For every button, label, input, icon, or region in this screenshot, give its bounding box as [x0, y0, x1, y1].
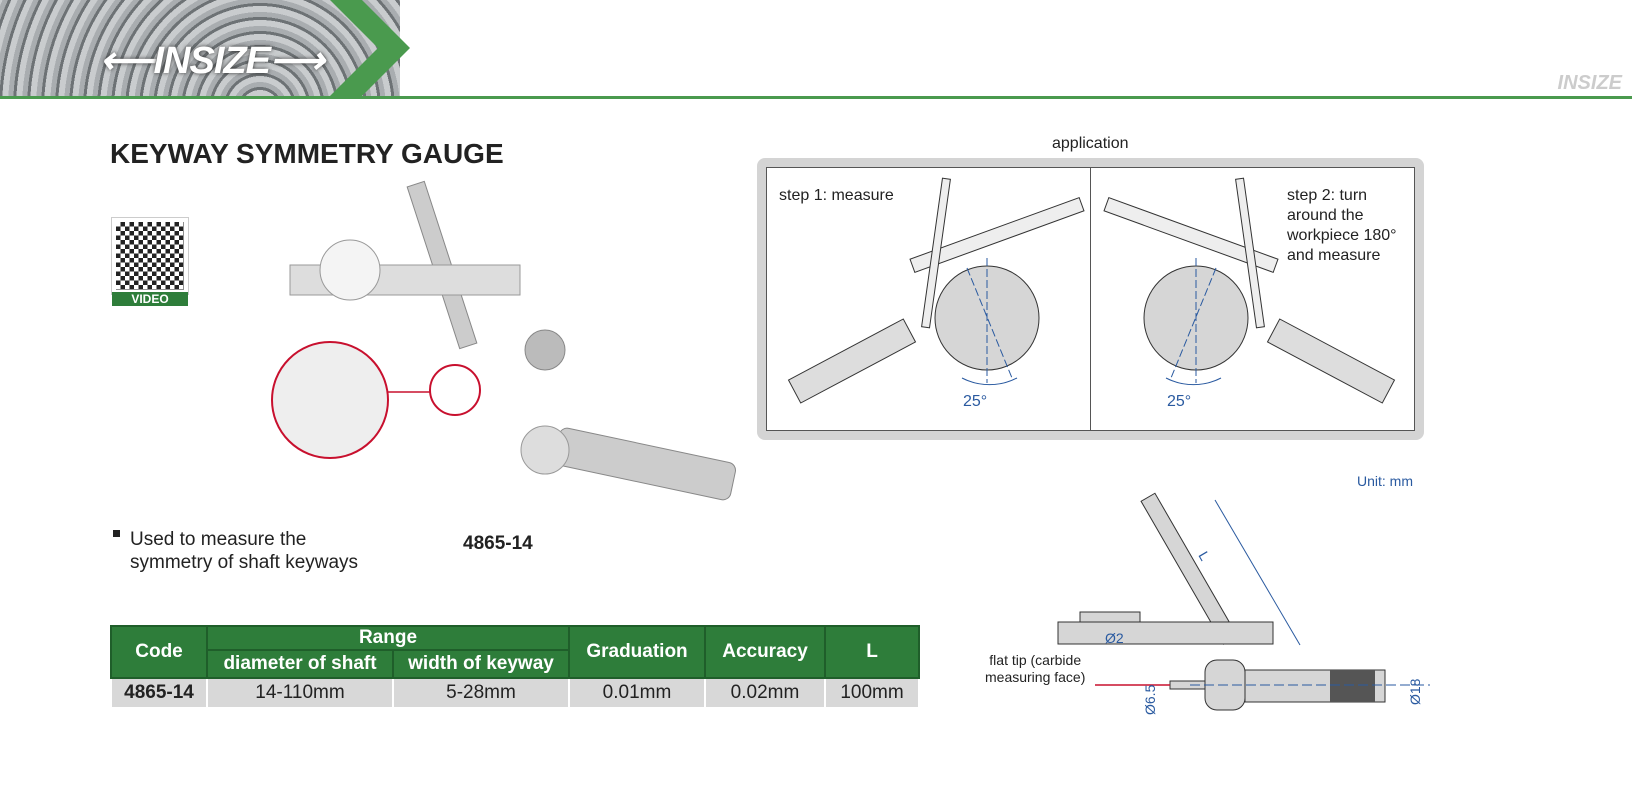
- header-accuracy: Accuracy: [704, 625, 826, 679]
- application-box: step 1: measure 25°: [757, 158, 1424, 440]
- flat-tip-line: flat tip (carbide: [989, 652, 1082, 668]
- flat-tip-line: measuring face): [985, 669, 1086, 685]
- step2-line: step 2: turn: [1287, 187, 1368, 204]
- step1-angle: 25°: [963, 393, 988, 410]
- product-code: 4865-14: [463, 533, 533, 554]
- product-image: [271, 180, 736, 501]
- header-range: Range: [206, 625, 570, 651]
- brand-logo-small: INSIZE: [1557, 72, 1622, 94]
- spec-table: Code Range Graduation Accuracy L diamete…: [110, 625, 920, 709]
- step2-label: step 2: turn around the workpiece 180° a…: [1287, 186, 1397, 266]
- brand-logo: ⟵INSIZE⟶: [100, 40, 324, 82]
- video-label[interactable]: VIDEO: [112, 292, 188, 306]
- unit-label: Unit: mm: [1357, 473, 1413, 489]
- cell-code: 4865-14: [110, 677, 208, 709]
- step2-line: and measure: [1287, 247, 1381, 264]
- header-l: L: [824, 625, 920, 679]
- step2-line: around the: [1287, 207, 1364, 224]
- banner-photo: [0, 0, 400, 96]
- step1-panel: step 1: measure 25°: [767, 168, 1090, 430]
- step1-label: step 1: measure: [779, 187, 894, 204]
- header-banner: ⟵INSIZE⟶ INSIZE: [0, 0, 1632, 100]
- header-graduation: Graduation: [568, 625, 706, 679]
- cell-accuracy: 0.02mm: [704, 677, 826, 709]
- step2-diagram: [1103, 177, 1396, 404]
- bullet-line1: Used to measure the: [130, 529, 307, 550]
- header-keyway: width of keyway: [392, 649, 570, 679]
- bullet-line2: symmetry of shaft keyways: [130, 552, 359, 573]
- qr-code[interactable]: [111, 217, 189, 295]
- dim-d2: Ø2: [1105, 630, 1124, 646]
- step2-angle: 25°: [1167, 393, 1192, 410]
- header-code: Code: [110, 625, 208, 679]
- table-row: 4865-14 14-110mm 5-28mm 0.01mm 0.02mm 10…: [110, 677, 920, 709]
- step2-panel: step 2: turn around the workpiece 180° a…: [1090, 168, 1414, 430]
- step1-diagram: [787, 177, 1085, 404]
- dim-d65: Ø6.5: [1142, 684, 1158, 715]
- page-title: KEYWAY SYMMETRY GAUGE: [110, 138, 504, 169]
- cell-l: 100mm: [824, 677, 920, 709]
- flat-tip-label: flat tip (carbide measuring face): [985, 652, 1085, 686]
- application-title: application: [1052, 135, 1129, 152]
- cell-graduation: 0.01mm: [568, 677, 706, 709]
- step2-line: workpiece 180°: [1287, 227, 1397, 244]
- cell-keyway: 5-28mm: [392, 677, 570, 709]
- feature-bullet: Used to measure the symmetry of shaft ke…: [113, 528, 358, 574]
- technical-drawing: L Ø2 Ø6.5 Ø18: [1057, 492, 1430, 715]
- cell-diameter: 14-110mm: [206, 677, 394, 709]
- banner-line: [0, 96, 1632, 99]
- dim-d18: Ø18: [1407, 678, 1423, 705]
- header-diameter: diameter of shaft: [206, 649, 394, 679]
- dim-l: L: [1195, 549, 1213, 564]
